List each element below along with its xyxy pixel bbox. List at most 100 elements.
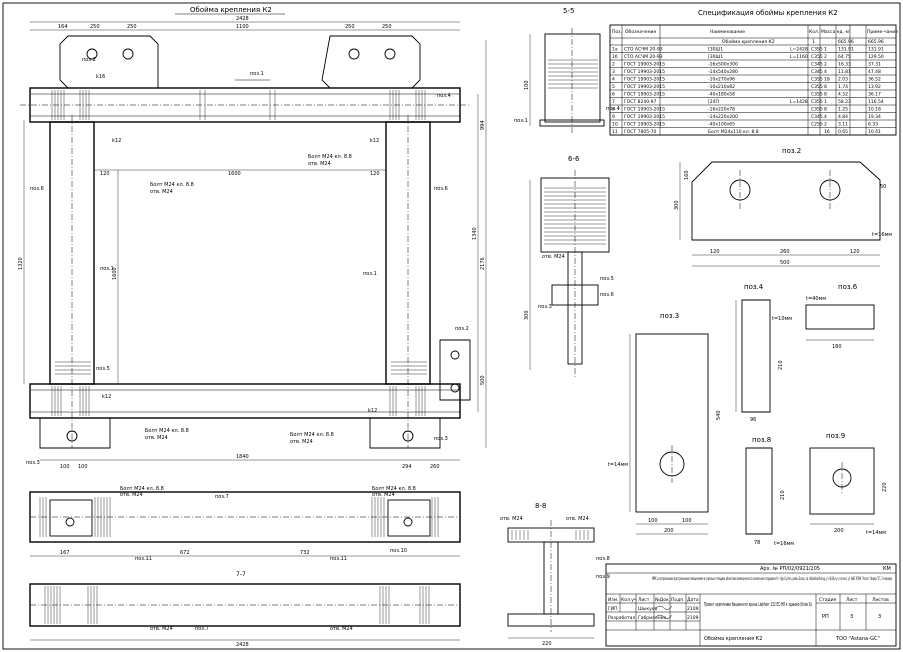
spec-cell: 16.33 xyxy=(838,62,851,68)
section-55-title: 5-5 xyxy=(563,7,574,15)
stamp-list: 3 xyxy=(850,614,853,620)
plan-bolt-a1: Болт М24 кл. 8.8 xyxy=(120,486,164,492)
spec-cell: С345 xyxy=(811,114,823,120)
detail-pos4: поз.4 210 96 t=10мм xyxy=(735,283,792,423)
section-77-title: 7-7 xyxy=(236,571,246,578)
spec-cell: 8 xyxy=(824,84,827,90)
spec-cell: 116.54 xyxy=(868,99,884,105)
spec-cell: С355 xyxy=(811,84,823,90)
stamp-col-podp: Подп. xyxy=(671,597,685,603)
spec-cell: С355 xyxy=(811,77,823,83)
spec-cell: ГОСТ 19903-2015 xyxy=(624,69,665,75)
spec-hdr-kol: Кол. xyxy=(809,29,819,35)
section-88-title: 8-8 xyxy=(535,502,546,510)
pos2-dim-260: 260 xyxy=(780,249,790,255)
spec-cell: 3 xyxy=(612,69,615,75)
bolt-label-4a: Болт М24 кл. 8.8 xyxy=(145,428,189,434)
stamp-col-izm: Изм. xyxy=(608,597,619,603)
plan-dim-overall: 2428 xyxy=(236,642,249,648)
spec-cell: СТО АСЧМ 20-93 xyxy=(624,47,663,53)
spec-cell: 1 xyxy=(824,47,827,53)
spec-cell: 10.41 xyxy=(868,129,881,135)
stamp-date2: 2109 xyxy=(687,615,699,621)
spec-cell: 3.11 xyxy=(838,122,848,128)
stamp-col-ndok: №Док. xyxy=(655,597,670,603)
spec-cell: 1.25 xyxy=(838,107,848,113)
dim-1340: 1340 xyxy=(472,227,478,240)
pos9-title: поз.9 xyxy=(826,432,845,440)
dim-260: 260 xyxy=(430,464,440,470)
bottom-plan-views: Болт М24 кл. 8.8 отв. М24 Болт М24 кл. 8… xyxy=(29,486,461,648)
plan2-poz7: поз.7 xyxy=(195,626,209,632)
spec-cell: 6.33 xyxy=(868,122,878,128)
spec-cell: 0.65 xyxy=(838,129,848,135)
stamp-project: Проект крепления башенного крана Liebher… xyxy=(704,602,812,608)
pos2-thickness: t=16мм xyxy=(872,232,892,238)
spec-cell: 131.91 xyxy=(868,47,884,53)
pos9-dim-200: 200 xyxy=(834,528,844,534)
pos4-dim-96: 96 xyxy=(750,417,756,423)
pos6-title: поз.6 xyxy=(838,283,858,291)
stamp-listov-label: Листов xyxy=(872,597,889,603)
detail-pos3: поз.3 540 100 100 200 t=14мм xyxy=(608,312,722,535)
bolt-label-4b: отв. М24 xyxy=(145,435,168,441)
spec-cell: 7 xyxy=(612,99,615,105)
dim-1600v: 1600 xyxy=(112,267,118,280)
spec-hdr-naim: Наименование xyxy=(710,29,745,35)
dim-164: 164 xyxy=(58,24,68,30)
pos9-dim-220: 220 xyxy=(882,482,888,492)
pos3-dim-100a: 100 xyxy=(648,518,658,524)
sec55-poz4: поз.4 xyxy=(606,106,620,112)
spec-cell: [24П xyxy=(708,99,719,105)
dim-250d: 250 xyxy=(382,24,392,30)
spec-cell: 131.91 xyxy=(838,47,854,53)
spec-cell: С355 xyxy=(811,107,823,113)
detail-pos6: поз.6 180 t=40мм xyxy=(805,283,875,350)
pos2-dim-500: 500 xyxy=(780,260,790,266)
pos2-dim-160: 160 xyxy=(684,170,690,180)
main-view: Обойма крепления К2 2428 164 250 250 110… xyxy=(18,6,487,470)
spec-cell: 10 xyxy=(612,122,618,128)
stamp-col-data: Дата xyxy=(687,597,699,603)
spec-cell: -14х220х200 xyxy=(708,114,738,120)
spec-cell: 4.52 xyxy=(838,92,848,98)
callout-poz5: поз.5 xyxy=(96,366,110,372)
spec-cell: 58.23 xyxy=(838,99,851,105)
spec-cell: 1б xyxy=(612,54,618,60)
stamp-col-kol: Кол.уч xyxy=(621,597,637,603)
sec88-poz9: поз.9 xyxy=(596,574,610,580)
dim-1100: 1100 xyxy=(236,24,249,30)
spec-cell: -10х270х96 xyxy=(708,77,735,83)
sec66-otv: отв. М24 xyxy=(542,254,565,260)
top-left-plate xyxy=(59,35,159,89)
stamp-listov: 3 xyxy=(878,614,881,620)
spec-cell: 11 xyxy=(612,129,618,135)
main-view-title: Обойма крепления К2 xyxy=(190,6,272,14)
dim-2176: 2176 xyxy=(480,257,486,270)
spec-table-title: Спецификация обоймы крепления К2 xyxy=(698,9,838,17)
spec-cell: 8 xyxy=(824,107,827,113)
dim-100a: 100 xyxy=(60,464,70,470)
spec-cell: 10.18 xyxy=(868,107,881,113)
section-88: 8-8 220 отв. М24 отв. М24 поз.8 поз.9 xyxy=(500,502,610,647)
callout-k12-d: k12 xyxy=(368,408,377,414)
spec-cell: 36.17 xyxy=(868,92,881,98)
pos8-dim-78: 78 xyxy=(754,540,760,546)
spec-cell: L=2428 xyxy=(790,47,808,53)
spec-cell: ГОСТ 19903-2015 xyxy=(624,77,665,83)
bolt-label-2a: Болт М24 кл. 8.8 xyxy=(308,154,352,160)
bottom-beam xyxy=(29,383,461,419)
pos2-dim-120b: 120 xyxy=(850,249,860,255)
plan-poz7: поз.7 xyxy=(215,494,229,500)
section-55: 5-5 100 поз.1 поз.4 xyxy=(514,7,620,135)
callout-k12-c: k12 xyxy=(102,394,111,400)
spec-cell: С355 xyxy=(811,47,823,53)
sec55-dim: 100 xyxy=(524,80,530,90)
dim-250a: 250 xyxy=(90,24,100,30)
stamp-date1: 2109 xyxy=(687,606,699,612)
callout-k12-b: k12 xyxy=(370,138,379,144)
sec66-poz5: поз.5 xyxy=(600,276,614,282)
callout-poz1-top: поз.1 xyxy=(250,71,264,77)
callout-poz3-right: поз.3 xyxy=(434,436,448,442)
